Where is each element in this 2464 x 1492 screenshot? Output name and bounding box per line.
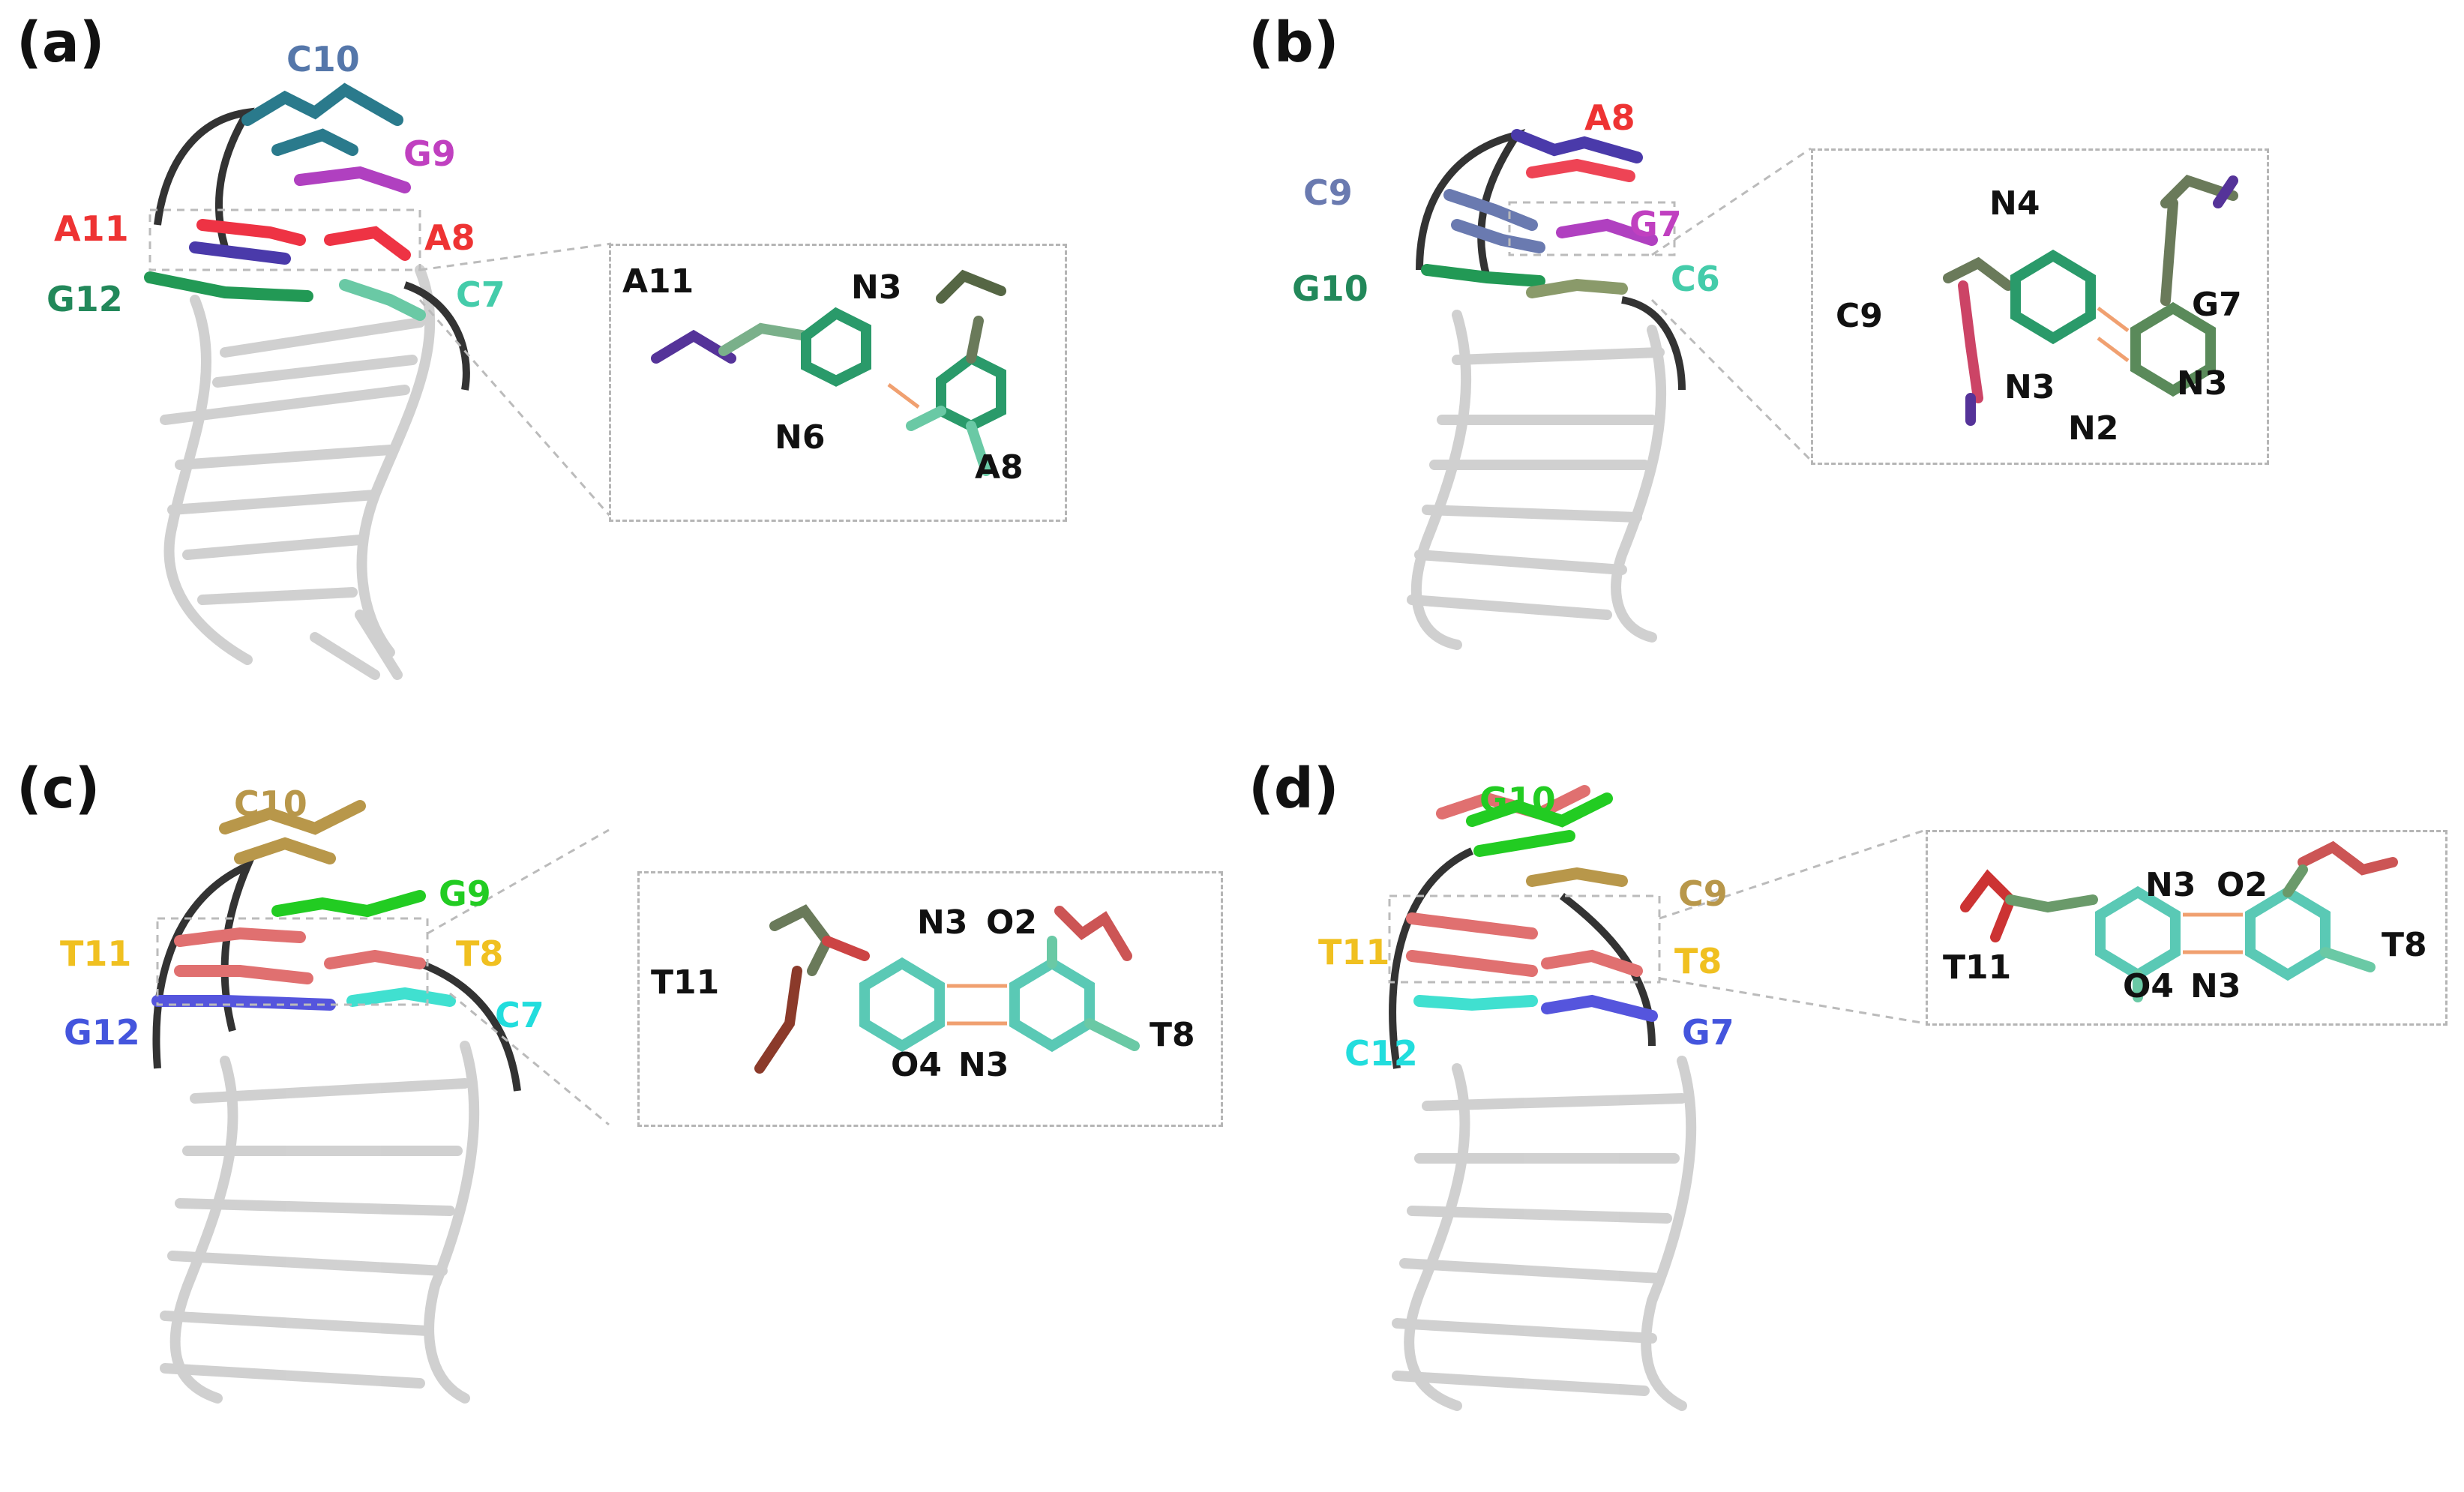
inset-a-label-a11: A11 xyxy=(622,262,694,301)
inset-a: A11 N3 N6 A8 xyxy=(609,244,1067,522)
label-g12: G12 xyxy=(46,279,123,319)
label-a8: A8 xyxy=(424,217,475,258)
label-g7: G7 xyxy=(1629,204,1682,244)
label-c7: C7 xyxy=(456,274,505,315)
inset-c-structure xyxy=(754,904,1140,1074)
inset-c-label-t8: T8 xyxy=(1150,1016,1195,1054)
inset-a-label-a8: A8 xyxy=(975,448,1024,487)
inset-d-label-n3-top: N3 xyxy=(2145,866,2196,904)
inset-a-label-n3: N3 xyxy=(851,268,902,307)
label-t11: T11 xyxy=(1318,932,1390,972)
molecule-figure-c xyxy=(151,800,610,1404)
inset-d-label-t8: T8 xyxy=(2382,926,2427,964)
panel-letter-b: (b) xyxy=(1248,10,1339,75)
inset-c-label-o2: O2 xyxy=(986,903,1038,942)
label-c7: C7 xyxy=(495,995,544,1035)
label-a11: A11 xyxy=(54,208,129,249)
inset-c: N3 O2 T11 T8 O4 N3 xyxy=(637,871,1223,1127)
inset-d-label-n3-bottom: N3 xyxy=(2190,967,2241,1005)
molecule-figure-a xyxy=(144,82,613,680)
label-t8: T8 xyxy=(456,933,504,974)
label-c10: C10 xyxy=(286,39,360,79)
panel-letter-c: (c) xyxy=(16,756,100,821)
inset-c-label-t11: T11 xyxy=(651,963,720,1002)
inset-b-structure xyxy=(1943,174,2238,426)
inset-b-label-n3-right: N3 xyxy=(2177,364,2228,403)
label-g9: G9 xyxy=(439,873,491,914)
label-c12: C12 xyxy=(1344,1033,1418,1074)
inset-b-label-n3-left: N3 xyxy=(2004,368,2055,406)
label-c9: C9 xyxy=(1678,873,1728,914)
inset-b-label-n2: N2 xyxy=(2068,409,2119,448)
panel-letter-a: (a) xyxy=(16,10,105,75)
inset-c-label-n3-top: N3 xyxy=(917,903,968,942)
inset-d-label-o4: O4 xyxy=(2123,967,2175,1005)
label-g7: G7 xyxy=(1682,1012,1734,1053)
inset-d-structure xyxy=(1960,840,2398,1002)
inset-d-label-o2: O2 xyxy=(2217,866,2268,904)
molecule-figure-d xyxy=(1388,785,1926,1411)
inset-a-label-n6: N6 xyxy=(775,418,826,457)
inset-b-label-c9: C9 xyxy=(1836,297,1883,335)
label-c10: C10 xyxy=(234,783,307,824)
label-a8: A8 xyxy=(1584,97,1635,138)
inset-b: N4 C9 G7 N3 N3 N2 xyxy=(1811,148,2269,465)
inset-c-label-o4: O4 xyxy=(891,1046,943,1084)
inset-b-label-n4: N4 xyxy=(1989,184,2040,223)
inset-a-structure xyxy=(651,269,1006,476)
panel-letter-d: (d) xyxy=(1248,756,1339,821)
inset-c-label-n3-bottom: N3 xyxy=(958,1046,1009,1084)
label-c6: C6 xyxy=(1671,259,1720,299)
label-g9: G9 xyxy=(403,133,456,174)
label-c9: C9 xyxy=(1303,172,1353,213)
inset-d: N3 O2 T11 T8 O4 N3 xyxy=(1926,830,2448,1026)
inset-d-label-t11: T11 xyxy=(1943,948,2012,987)
label-t11: T11 xyxy=(60,933,132,974)
molecule-figure-b xyxy=(1407,129,1812,650)
label-g12: G12 xyxy=(64,1012,140,1053)
inset-b-label-g7: G7 xyxy=(2192,286,2242,324)
label-g10: G10 xyxy=(1479,780,1556,820)
label-g10: G10 xyxy=(1292,268,1368,309)
label-t8: T8 xyxy=(1674,941,1722,981)
